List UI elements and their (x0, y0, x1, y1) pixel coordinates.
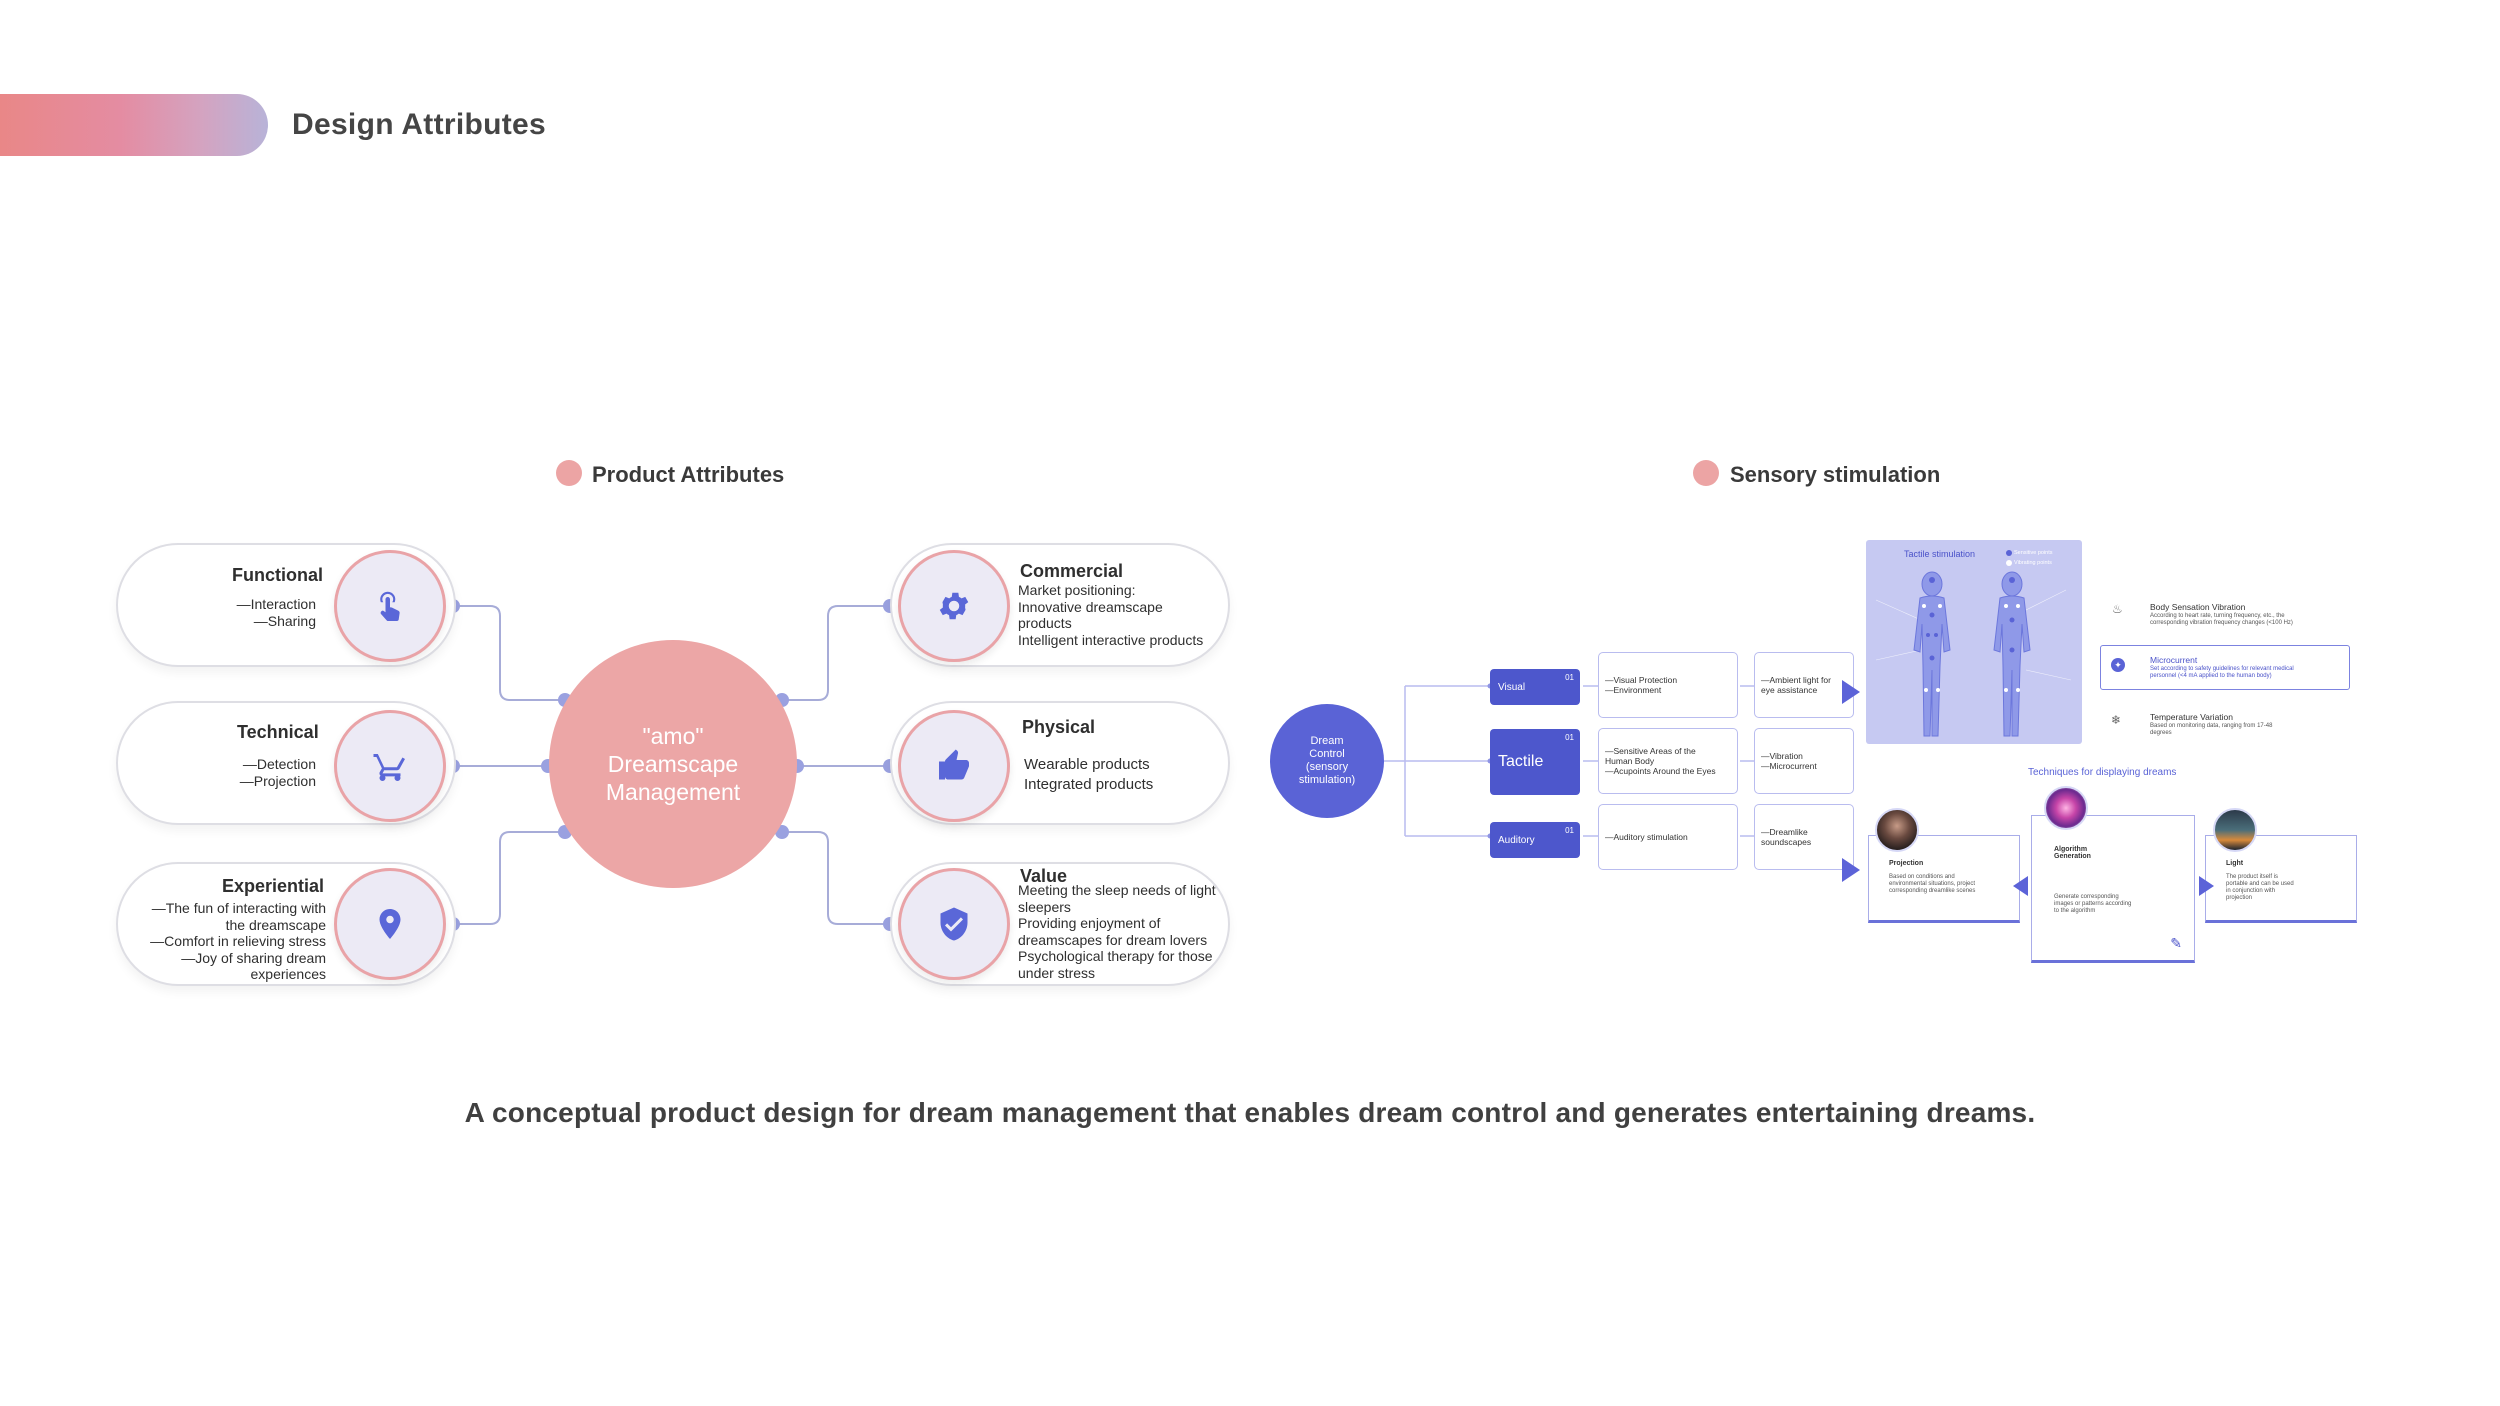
auditory-node: Auditory 01 (1490, 822, 1580, 858)
info-body-vibration: Body Sensation Vibration According to he… (2150, 602, 2293, 626)
technical-text: —Detection —Projection (239, 756, 316, 789)
arrow-right-icon (1842, 858, 1860, 882)
thumbs-up-icon (898, 710, 1010, 822)
tactile-stimulation-panel: Tactile stimulation Sensitive points Vib… (1866, 540, 2082, 744)
functional-title: Functional (232, 565, 323, 585)
tactile-num: 01 (1565, 733, 1574, 742)
header-gradient-bar (0, 94, 268, 156)
section-dot (556, 460, 582, 486)
value-title: Value (1020, 866, 1068, 886)
arrow-right-icon (2199, 876, 2214, 896)
vibration-icon: ♨ (2112, 602, 2123, 616)
value-text: Meeting the sleep needs of light sleeper… (1018, 882, 1216, 981)
info-microcurrent: Microcurrent Set according to safety gui… (2150, 655, 2294, 679)
tactile-output-box: —Vibration —Microcurrent (1754, 728, 1854, 794)
legend-vibrating: Vibrating points (2006, 560, 2052, 566)
hub-line-3: Management (605, 779, 741, 805)
visual-num: 01 (1565, 673, 1574, 682)
experiential-text: —The fun of interacting with the dreamsc… (150, 900, 326, 982)
info-temperature: Temperature Variation Based on monitorin… (2150, 712, 2273, 736)
sensory-stimulation-title: Sensory stimulation (1730, 462, 1941, 487)
visual-output-box: —Ambient light for eye assistance (1754, 652, 1854, 718)
physical-title: Physical (1022, 717, 1096, 737)
microcurrent-highlight (2100, 645, 2350, 690)
light-thumbnail (2213, 808, 2257, 852)
section-dot (1693, 460, 1719, 486)
hub-line-1: "amo" (642, 723, 704, 749)
auditory-num: 01 (1565, 826, 1574, 835)
location-icon (334, 868, 446, 980)
auditory-detail-box: —Auditory stimulation (1598, 804, 1738, 870)
arrow-right-icon (1842, 680, 1860, 704)
tactile-panel-title: Tactile stimulation (1904, 549, 1976, 559)
tactile-detail-box: —Sensitive Areas of the Human Body —Acup… (1598, 728, 1738, 794)
temperature-icon: ❄ (2111, 713, 2122, 727)
visual-label: Visual (1498, 681, 1526, 693)
page-title: Design Attributes (292, 108, 547, 141)
edit-icon: ✎ (2170, 935, 2182, 951)
shield-check-icon (898, 868, 1010, 980)
page-caption: A conceptual product design for dream ma… (464, 1097, 2036, 1128)
tactile-label: Tactile (1498, 753, 1544, 770)
projection-thumbnail (1875, 808, 1919, 852)
hub-line-2: Dreamscape (607, 751, 739, 777)
visual-node: Visual 01 (1490, 669, 1580, 705)
auditory-output-box: —Dreamlike soundscapes (1754, 804, 1854, 870)
algorithm-thumbnail (2044, 786, 2088, 830)
auditory-label: Auditory (1498, 834, 1535, 846)
touch-icon (334, 550, 446, 662)
experiential-title: Experiential (222, 876, 325, 896)
visual-detail-box: —Visual Protection —Environment (1598, 652, 1738, 718)
physical-text: Wearable products Integrated products (1024, 756, 1154, 793)
dream-control-node: Dream Control (sensory stimulation) (1270, 704, 1384, 818)
microcurrent-icon: ✦ (2111, 658, 2125, 672)
tactile-node: Tactile 01 (1490, 729, 1580, 795)
technical-title: Technical (237, 722, 319, 742)
algorithm-generation-card: Algorithm Generation Generate correspond… (2031, 815, 2195, 963)
legend-sensitive: Sensitive points (2006, 550, 2053, 556)
arrow-left-icon (2013, 876, 2028, 896)
gear-icon (898, 550, 1010, 662)
functional-text: —Interaction —Sharing (236, 596, 316, 629)
techniques-title: Techniques for displaying dreams (2028, 767, 2177, 778)
commercial-text: Market positioning: Innovative dreamscap… (1018, 582, 1204, 648)
product-attributes-title: Product Attributes (592, 462, 785, 487)
commercial-title: Commercial (1020, 561, 1124, 581)
human-body-figures (1875, 571, 2072, 737)
cart-icon (334, 710, 446, 822)
hub-amo-dreamscape: "amo" Dreamscape Management (549, 640, 797, 888)
